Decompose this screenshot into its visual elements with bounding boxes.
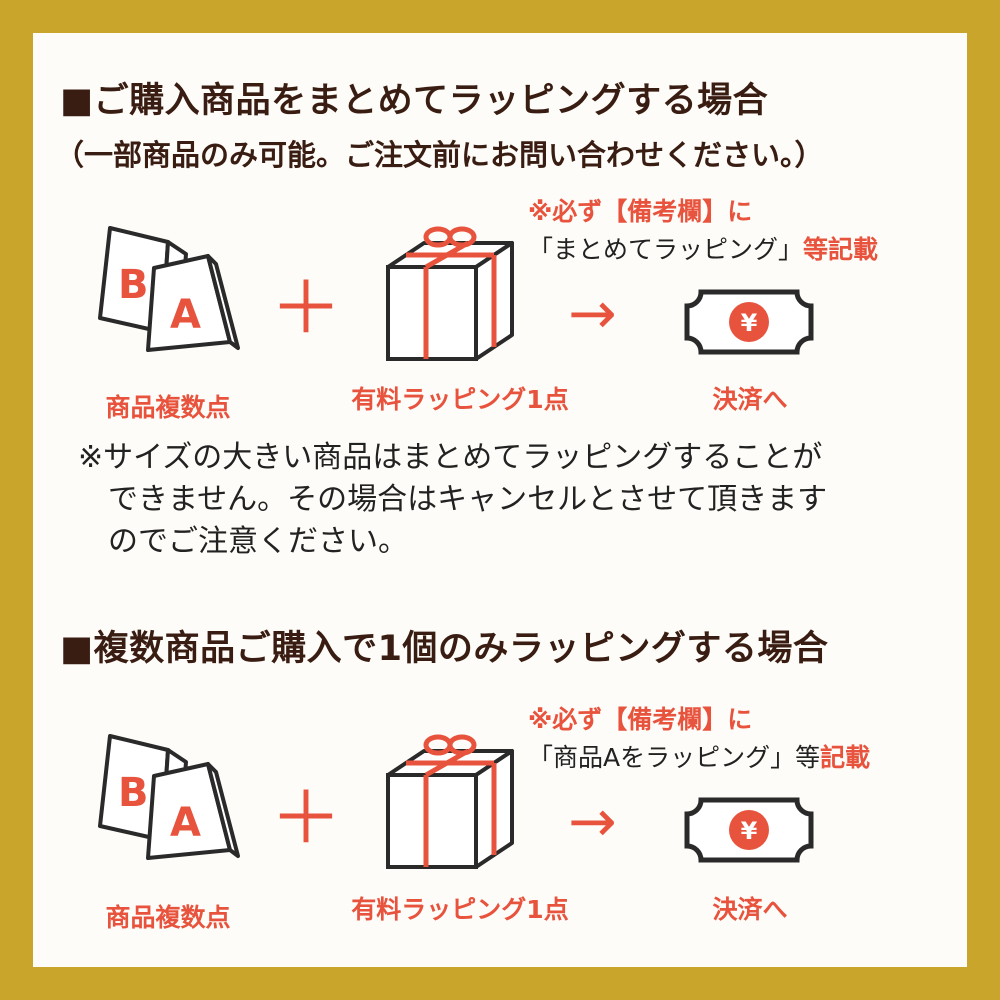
- card-letter-a: A: [170, 800, 201, 846]
- yen-symbol: ¥: [741, 309, 758, 337]
- gift-box-icon: [386, 734, 514, 869]
- section2-note-suffix: 記載: [820, 743, 871, 772]
- section2-label-products: 商品複数点: [105, 903, 231, 932]
- yen-bill-icon: ¥: [684, 289, 814, 355]
- section1-note-quote: 「まとめてラッピング」: [528, 235, 804, 264]
- section2-label-wrapping: 有料ラッピング1点: [351, 895, 569, 924]
- gift-box-icon: [386, 226, 514, 361]
- product-cards-icon: B A: [98, 226, 240, 352]
- arrow-right-icon: →: [568, 279, 617, 347]
- caution-line1: ※サイズの大きい商品はまとめてラッピングすることが: [78, 440, 823, 475]
- section1-note-line1: ※必ず【備考欄】に: [528, 197, 753, 226]
- section1-label-payment: 決済へ: [712, 385, 788, 414]
- section1-note-line2: 「まとめてラッピング」等記載: [528, 230, 878, 266]
- section1-title: ■ご購入商品をまとめてラッピングする場合: [60, 81, 769, 121]
- section2-note-quote: 「商品Aをラッピング」: [528, 743, 796, 772]
- section1-label-products: 商品複数点: [105, 393, 231, 422]
- section1-note-suffix: 等記載: [803, 235, 879, 264]
- section2-title: ■複数商品ご購入で1個のみラッピングする場合: [60, 629, 829, 669]
- section2-note-mid: 等: [795, 743, 821, 772]
- caution-line3: のでご注意ください。: [108, 524, 408, 559]
- yen-symbol: ¥: [741, 817, 758, 845]
- plus-icon: ＋: [270, 266, 343, 350]
- section2-label-payment: 決済へ: [712, 895, 788, 924]
- section2-note-line2: 「商品Aをラッピング」等記載: [528, 738, 870, 774]
- section2-note-line1: ※必ず【備考欄】に: [528, 705, 753, 734]
- yen-bill-icon: ¥: [684, 797, 814, 863]
- caution-line2: できません。その場合はキャンセルとさせて頂きます: [108, 482, 828, 517]
- section1-subtitle: （一部商品のみ可能。ご注文前にお問い合わせください。）: [55, 138, 824, 172]
- card-letter-b: B: [118, 262, 149, 308]
- section1-label-wrapping: 有料ラッピング1点: [351, 385, 569, 414]
- card-letter-b: B: [118, 770, 149, 816]
- plus-icon: ＋: [270, 776, 343, 860]
- card-letter-a: A: [170, 292, 201, 338]
- product-cards-icon: B A: [98, 734, 240, 860]
- arrow-right-icon: →: [568, 787, 617, 855]
